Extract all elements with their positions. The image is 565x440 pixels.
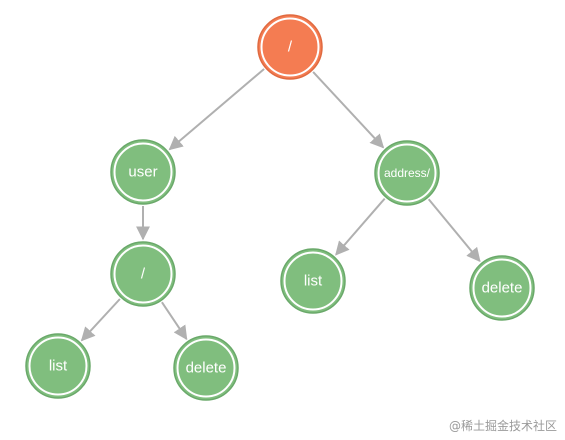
node-circle-user-slash <box>110 241 176 307</box>
watermark-text: @稀土掘金技术社区 <box>448 419 557 433</box>
edge-root-to-address <box>312 71 385 149</box>
node-ring-user-slash <box>113 244 173 304</box>
node-label-user-list: list <box>49 358 68 375</box>
node-ring-user-list <box>28 336 88 396</box>
node-label-root: / <box>288 39 293 56</box>
tree-node-user-delete: delete <box>173 335 239 401</box>
tree-node-root: / <box>257 14 323 80</box>
node-circle-user-list <box>25 333 91 399</box>
node-label-address-list: list <box>304 273 323 290</box>
node-circle-address-delete <box>469 255 535 321</box>
node-circle-address <box>374 140 440 206</box>
edge-user-slash-to-user-delete <box>161 301 188 341</box>
node-ring-address-list <box>283 251 343 311</box>
node-ring-root <box>260 17 320 77</box>
node-label-user-delete: delete <box>186 360 227 377</box>
tree-node-address-delete: delete <box>469 255 535 321</box>
node-label-address: address/ <box>384 166 431 180</box>
node-ring-address <box>377 143 437 203</box>
node-circle-root <box>257 14 323 80</box>
node-circle-user-delete <box>173 335 239 401</box>
nodes-layer: / user address/ / list delete list delete <box>25 14 535 401</box>
tree-node-user-slash: / <box>110 241 176 307</box>
node-label-user-slash: / <box>141 266 146 283</box>
tree-node-user: user <box>110 139 176 205</box>
node-circle-address-list <box>280 248 346 314</box>
node-circle-user <box>110 139 176 205</box>
node-ring-user <box>113 142 173 202</box>
edge-root-to-user <box>168 68 265 151</box>
edges-layer <box>80 68 481 342</box>
node-ring-address-delete <box>472 258 532 318</box>
node-label-address-delete: delete <box>482 280 523 297</box>
tree-node-address: address/ <box>374 140 440 206</box>
edge-address-to-address-delete <box>427 198 481 263</box>
edge-user-slash-to-user-list <box>80 298 121 342</box>
node-ring-user-delete <box>176 338 236 398</box>
node-label-user: user <box>128 164 157 181</box>
tree-node-user-list: list <box>25 333 91 399</box>
tree-node-address-list: list <box>280 248 346 314</box>
edge-address-to-address-list <box>335 197 386 256</box>
